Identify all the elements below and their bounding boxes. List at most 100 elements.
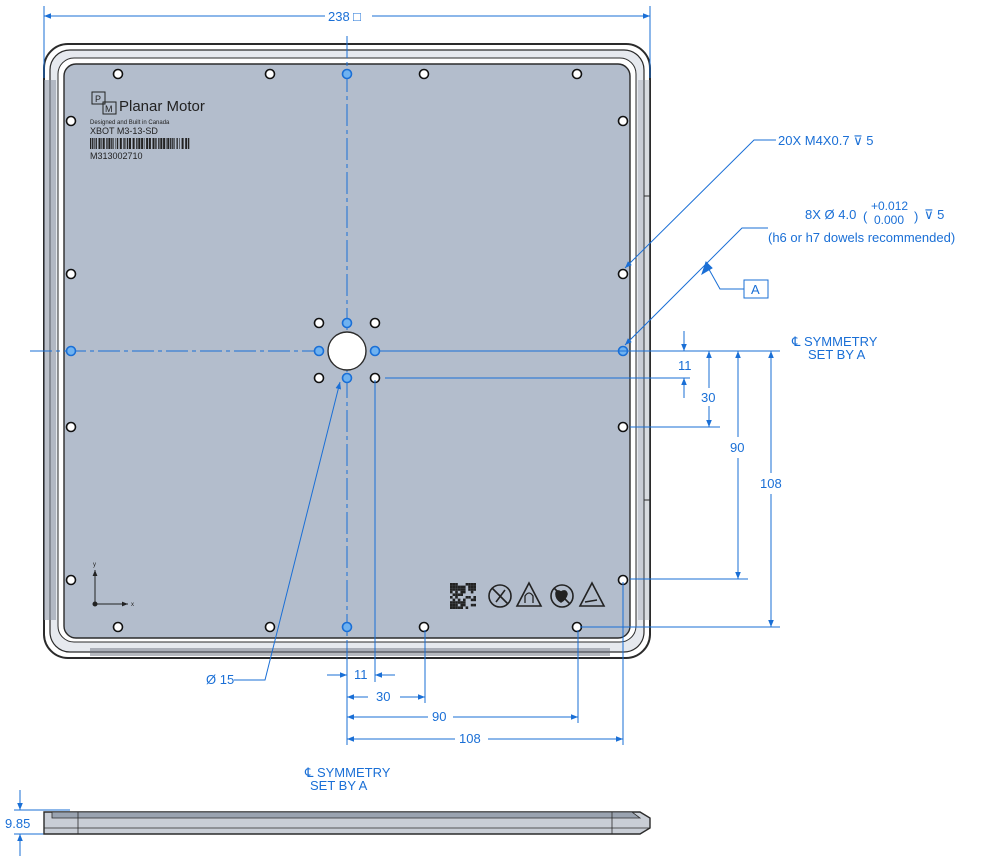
dim-108-vertical: 108 — [760, 476, 782, 491]
barcode-bar — [129, 138, 131, 149]
qr-module — [468, 596, 471, 599]
tapped-hole — [313, 372, 325, 384]
qr-module — [455, 585, 458, 589]
qr-module — [455, 596, 458, 599]
dim-square-symbol: □ — [353, 9, 361, 24]
dowel-hole — [341, 621, 353, 633]
brand-tagline: Designed and Built in Canada — [90, 120, 170, 126]
qr-module — [450, 590, 453, 594]
qr-module — [455, 590, 458, 594]
callout-dowel-tol-upper: +0.012 — [871, 199, 908, 213]
tapped-hole — [264, 621, 276, 633]
logo-letter-m: M — [105, 104, 113, 114]
qr-module — [460, 588, 463, 591]
dimension-texts: 238 □ 11 30 90 108 11 30 90 108 Ø 15 9.8… — [5, 9, 955, 831]
tapped-hole — [65, 268, 77, 280]
dim-thickness: 9.85 — [5, 816, 30, 831]
axis-x-label: x — [131, 602, 134, 608]
plate-side-view — [43, 811, 651, 835]
qr-module — [457, 598, 461, 602]
qr-module — [473, 598, 476, 602]
no-pacemaker-icon — [550, 584, 574, 608]
qr-module — [452, 588, 456, 591]
barcode-bar — [158, 138, 160, 149]
qr-module — [460, 606, 463, 609]
barcode-bar — [123, 138, 125, 149]
tapped-hole — [65, 574, 77, 586]
pinch-warning-icon — [578, 581, 606, 607]
barcode-bar — [108, 138, 111, 149]
qr-module — [450, 606, 453, 609]
qr-module — [455, 583, 458, 586]
tapped-hole — [418, 621, 430, 633]
barcode-bar — [152, 138, 155, 149]
callout-dowel-tol-lower: 0.000 — [874, 213, 904, 227]
qr-module — [470, 598, 474, 602]
tapped-hole — [65, 421, 77, 433]
tapped-hole — [571, 68, 583, 80]
barcode-bar — [126, 138, 129, 149]
barcode-bar — [138, 138, 141, 149]
qr-module — [463, 601, 466, 604]
dim-30-horizontal: 30 — [376, 689, 390, 704]
callout-paren-close: ) — [914, 209, 918, 224]
qr-module — [457, 585, 461, 589]
qr-module — [455, 601, 458, 604]
callout-tapped-holes: 20X M4X0.7 ⊽ 5 — [778, 133, 874, 148]
qr-module — [450, 588, 453, 591]
qr-module — [463, 590, 466, 594]
datum-box — [743, 279, 769, 299]
callout-dowel-depth: ⊽ 5 — [924, 207, 944, 222]
symmetry-bottom-line1: ℄ SYMMETRY — [304, 765, 391, 780]
dowel-hole — [65, 345, 77, 357]
qr-module — [457, 606, 461, 609]
symmetry-right-line1: ℄ SYMMETRY — [791, 334, 878, 349]
callout-dowel-note: (h6 or h7 dowels recommended) — [768, 230, 955, 245]
barcode-bar — [172, 138, 174, 149]
qr-module — [452, 598, 456, 602]
axis-y-label: y — [93, 562, 96, 568]
tapped-hole — [418, 68, 430, 80]
qr-module — [450, 583, 453, 586]
qr-module — [452, 601, 456, 604]
qr-module — [450, 596, 453, 599]
no-tools-icon — [488, 584, 512, 608]
qr-module — [452, 606, 456, 609]
barcode-bar — [95, 138, 97, 149]
symmetry-bottom-line2: SET BY A — [310, 778, 368, 793]
barcode-bar — [174, 138, 175, 149]
barcode-bar — [98, 138, 101, 149]
dimension-lines — [14, 6, 780, 856]
barcode-bar — [101, 138, 102, 149]
logo-letter-p: P — [95, 94, 101, 104]
tapped-hole — [112, 68, 124, 80]
qr-module — [460, 601, 463, 604]
dowel-hole — [313, 345, 325, 357]
qr-module — [473, 603, 476, 607]
qr-module — [470, 583, 474, 586]
qr-module — [455, 603, 458, 607]
center-bore — [327, 331, 367, 371]
tapped-hole — [369, 317, 381, 329]
symmetry-right-line2: SET BY A — [808, 347, 866, 362]
qr-module — [473, 585, 476, 589]
barcode-bar — [132, 138, 135, 149]
barcode-bar — [113, 138, 114, 149]
qr-module — [470, 588, 474, 591]
tapped-hole — [617, 115, 629, 127]
tapped-hole — [617, 421, 629, 433]
dim-11-horizontal: 11 — [354, 667, 368, 682]
qr-module — [463, 603, 466, 607]
callout-dowel-count: 8X Ø 4.0 — [805, 207, 856, 222]
qr-code-icon — [450, 583, 476, 609]
datum-label: A — [751, 282, 760, 297]
qr-module — [452, 585, 456, 589]
tapped-hole — [264, 68, 276, 80]
qr-module — [473, 588, 476, 591]
tapped-hole — [112, 621, 124, 633]
callout-paren-open: ( — [863, 209, 868, 224]
barcode-bar — [188, 138, 190, 149]
qr-module — [457, 593, 461, 596]
barcode-bar — [106, 138, 108, 149]
